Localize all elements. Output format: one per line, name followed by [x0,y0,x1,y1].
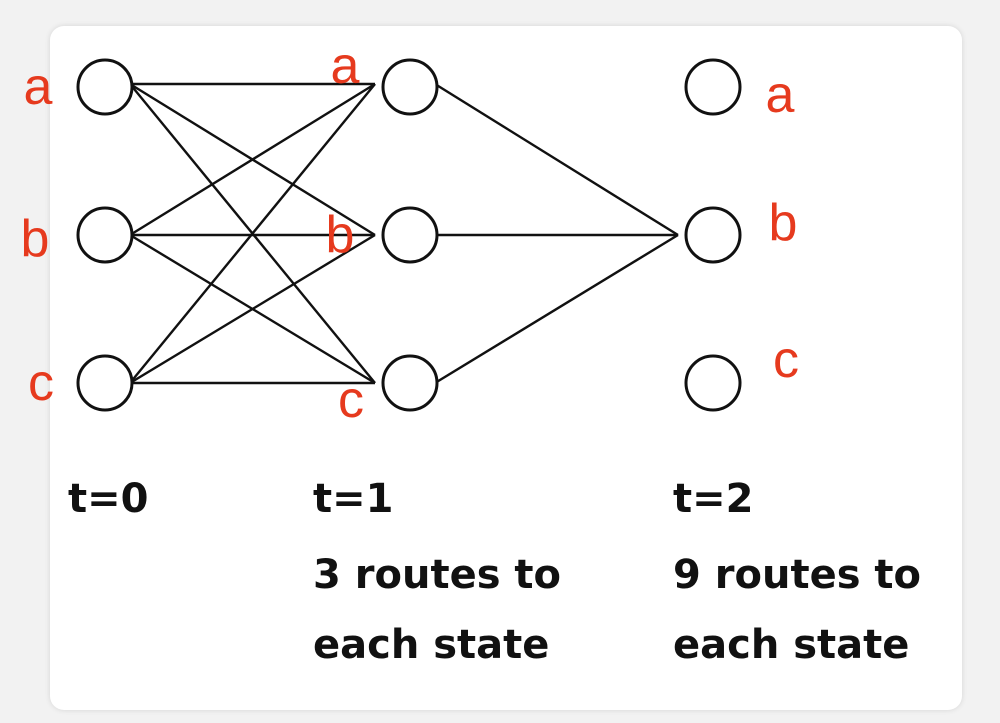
state-label-t2-c: c [773,331,799,389]
caption-line-t1-0: 3 routes to [313,552,561,598]
state-label-t0-c: c [28,354,54,412]
nodes-layer [76,58,742,412]
node-t1-c [381,354,439,412]
node-t2-a [684,58,742,116]
node-t1-a [381,58,439,116]
time-label-t2: t=2 [673,476,753,522]
state-label-t0-a: a [24,58,53,116]
diagram-card [50,26,962,710]
caption-line-t1-1: each state [313,622,549,668]
edges-layer [129,82,679,385]
node-t0-c [76,354,134,412]
node-t0-b [76,206,134,264]
time-label-t1: t=1 [313,476,393,522]
state-label-t1-a: a [331,37,360,95]
edge-t0-c-to-t1-b [129,233,376,385]
labels-layer: a b c a b c a b c [21,37,799,429]
captions-layer: t=0 t=1 3 routes to each state t=2 9 routes t… [68,476,921,668]
time-label-t0: t=0 [68,476,148,522]
caption-line-t2-0: 9 routes to [673,552,921,598]
state-label-t2-b: b [769,194,798,252]
state-label-t2-a: a [766,66,795,124]
edge-t0-c-to-t1-a [129,83,376,384]
edge-t1-a-to-t2-b [434,82,679,237]
caption-line-t2-1: each state [673,622,909,668]
node-t2-b [684,206,742,264]
state-label-t1-b: b [326,206,355,264]
node-t2-c [684,354,742,412]
edge-t1-c-to-t2-b [434,233,679,385]
edge-t0-b-to-t1-a [129,82,376,237]
node-t0-a [76,58,134,116]
state-label-t0-b: b [21,210,50,268]
node-t1-b [381,206,439,264]
state-label-t1-c: c [338,371,364,429]
